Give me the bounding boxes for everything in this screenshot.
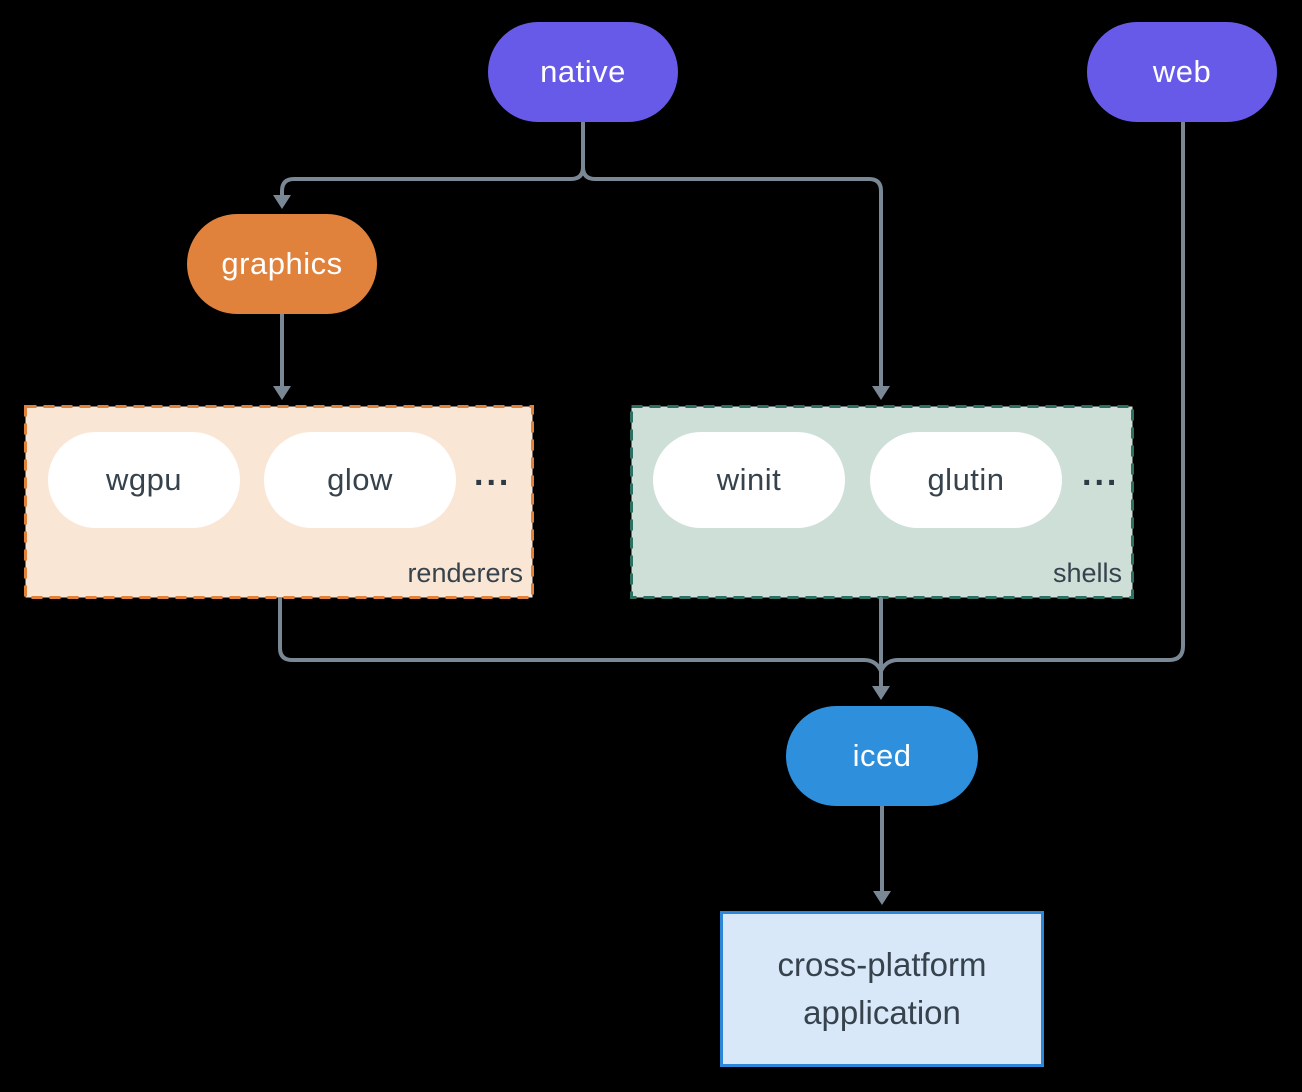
arrowhead-iced — [872, 686, 890, 700]
node-iced-label: iced — [852, 738, 912, 773]
edge-web-iced — [879, 120, 1185, 673]
node-web: web — [1087, 22, 1277, 122]
node-native-label: native — [540, 54, 626, 89]
edge-renderers-iced — [278, 597, 883, 673]
renderers-ellipsis: ... — [474, 455, 512, 493]
application-label-line2: application — [803, 994, 961, 1031]
shells-group-label: shells — [1052, 558, 1122, 588]
shells-ellipsis: ... — [1082, 455, 1120, 493]
node-graphics-label: graphics — [221, 246, 343, 281]
node-web-label: web — [1152, 54, 1212, 89]
application-label-line1: cross-platform — [777, 946, 987, 983]
node-graphics: graphics — [187, 214, 377, 314]
arrowhead-renderers — [273, 386, 291, 400]
node-glow: glow — [264, 432, 456, 528]
arrowhead-shells — [872, 386, 890, 400]
node-native: native — [488, 22, 678, 122]
arrowhead-application — [873, 891, 891, 905]
edge-native-shells — [581, 120, 883, 389]
node-wgpu: wgpu — [48, 432, 240, 528]
node-glow-label: glow — [327, 462, 393, 497]
node-iced: iced — [786, 706, 978, 806]
node-wgpu-label: wgpu — [105, 462, 183, 497]
renderers-group-label: renderers — [407, 558, 523, 588]
node-winit: winit — [653, 432, 845, 528]
node-glutin-label: glutin — [927, 462, 1005, 497]
node-winit-label: winit — [716, 462, 782, 497]
edge-native-graphics — [280, 120, 585, 198]
node-glutin: glutin — [870, 432, 1062, 528]
arrowhead-graphics — [273, 195, 291, 209]
node-application: cross-platform application — [720, 911, 1044, 1067]
